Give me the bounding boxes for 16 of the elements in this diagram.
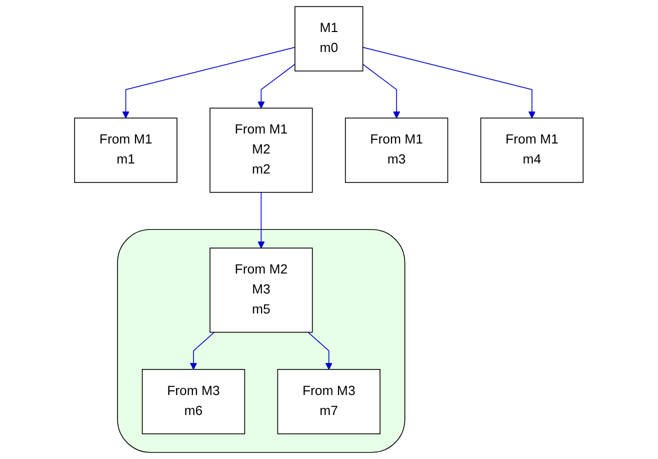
arrow	[308, 332, 333, 370]
node-box: From M1 m4	[480, 118, 584, 183]
node-box: From M1 M2 m2	[210, 108, 313, 193]
arrow	[190, 332, 215, 370]
node-box: M1 m0	[294, 6, 364, 72]
node-box: From M1 m1	[74, 118, 178, 183]
node-box: From M3 m6	[142, 369, 246, 434]
arrow	[362, 46, 536, 118]
cluster	[117, 229, 406, 453]
arrow	[362, 64, 400, 118]
node-box: From M3 m7	[277, 369, 381, 434]
arrow	[122, 46, 296, 118]
arrow	[258, 192, 265, 248]
node-box: From M2 M3 m5	[210, 248, 313, 333]
arrow	[258, 64, 296, 108]
node-box: From M1 m3	[345, 118, 448, 183]
